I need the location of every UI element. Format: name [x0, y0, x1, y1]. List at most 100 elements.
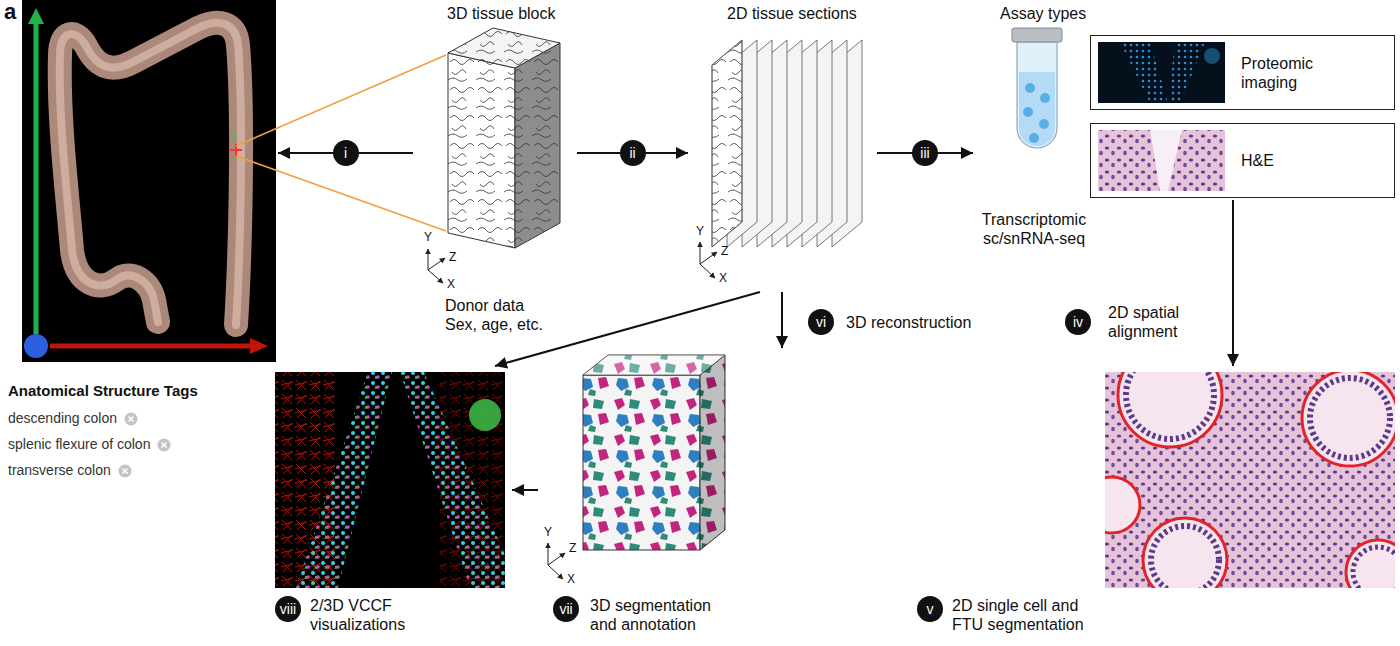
crypt-nuclei — [1353, 547, 1395, 588]
leader-line — [236, 156, 446, 231]
step-label: 3D reconstruction — [846, 313, 971, 332]
ftu-outline — [1118, 372, 1222, 447]
crypt — [1118, 372, 1222, 447]
step-caption: 3D segmentation and annotation — [590, 596, 715, 634]
axis-label: X — [567, 572, 575, 586]
block-shade — [700, 355, 725, 550]
structure-tag: splenic flexure of colon — [8, 436, 150, 453]
icon-disc — [125, 412, 138, 425]
structure-tag: transverse colon — [8, 462, 111, 479]
flow-arrow — [512, 489, 538, 491]
callout-number: ii — [620, 140, 646, 166]
axis-line — [700, 252, 717, 264]
flow-arrow — [1232, 200, 1234, 366]
icon-disc — [119, 464, 132, 477]
ftu-outline — [1143, 518, 1227, 588]
sequencing-tube: Transcriptomic sc/snRNA-seq — [975, 25, 1097, 257]
axis-label: Z — [721, 244, 728, 258]
vccf-epithelium — [296, 372, 392, 588]
block-face — [448, 28, 560, 68]
axis-label: X — [447, 277, 455, 291]
he-segmentation-image — [1105, 372, 1395, 588]
vccf-image — [275, 372, 505, 588]
assay-box: H&E — [1090, 123, 1395, 198]
tube-cap — [1012, 28, 1062, 42]
axis-label: Y — [424, 230, 432, 244]
remove-tag-icon — [118, 464, 132, 478]
callout-number: viii — [275, 596, 301, 622]
step-label: 2D spatial alignment — [1108, 303, 1200, 341]
block-face — [700, 355, 725, 550]
icon-cross — [162, 442, 167, 447]
axis-line — [548, 543, 549, 565]
axis-line — [548, 565, 563, 579]
flow-arrow — [781, 292, 783, 348]
colon-view-ground — [22, 0, 276, 362]
tissue-section-texture — [712, 40, 742, 247]
crypt — [1143, 518, 1227, 588]
group-heading: Assay types — [1000, 4, 1086, 23]
tissue-sections: 2D tissue sections — [690, 0, 875, 290]
callout-number: i — [333, 140, 359, 166]
block-face — [515, 43, 560, 248]
ftu-outline — [1105, 477, 1140, 533]
vccf-epithelium — [400, 372, 505, 588]
block-face — [583, 375, 700, 550]
icon-cross — [129, 416, 134, 421]
ftu-outline — [1302, 372, 1395, 466]
tissue-block: 3D tissue blockDonor data Sex, age, etc. — [415, 0, 575, 340]
tube-liquid — [1019, 72, 1055, 146]
vccf-blob — [469, 399, 501, 431]
tube-body — [1017, 42, 1057, 148]
axis-triad — [548, 543, 565, 579]
he-lumen — [1150, 130, 1182, 191]
segmentation-image: 2D single cell and FTU segmentation — [945, 368, 1397, 640]
proteomic-blob — [1204, 48, 1220, 64]
segmented-block: 3D segmentation and annotation — [540, 350, 795, 640]
block-face — [583, 355, 725, 375]
ftu-outline — [1346, 540, 1395, 588]
step-heading: 2D tissue sections — [727, 4, 857, 23]
block-face — [515, 43, 560, 248]
callout-number: v — [917, 596, 943, 622]
axis-label: Y — [696, 224, 704, 238]
y-axis-arrowhead — [28, 8, 44, 24]
sequencing-tube-illustration — [1012, 28, 1062, 148]
he-image — [1098, 130, 1225, 191]
cell — [1025, 83, 1035, 93]
axis-line — [700, 264, 715, 278]
axis-triad — [428, 249, 445, 283]
assay-caption: H&E — [1241, 151, 1274, 170]
assay-caption: Proteomic imaging — [1241, 54, 1331, 92]
panel-letter: a — [4, 0, 16, 24]
axis-line — [700, 242, 701, 264]
cell — [1039, 119, 1049, 129]
step-caption: 2D single cell and FTU segmentation — [952, 596, 1107, 634]
crypt — [1346, 540, 1395, 588]
cell — [1040, 93, 1050, 103]
axis-label: Z — [569, 541, 576, 555]
cell — [1023, 107, 1033, 117]
callout-number: vii — [553, 596, 579, 622]
callout-number: iv — [1065, 309, 1091, 335]
block-face — [448, 28, 560, 68]
step-caption: 2/3D VCCF visualizations — [310, 596, 420, 634]
vccf-visualization: 2/3D VCCF visualizations — [270, 368, 510, 640]
remove-tag-icon — [157, 438, 171, 452]
axis-line — [428, 249, 429, 270]
axis-line — [428, 270, 443, 283]
assay-box: Proteomic imaging — [1090, 35, 1395, 110]
crypt-nuclei — [1151, 526, 1219, 588]
crypt — [1302, 372, 1395, 466]
proteomic-band — [1120, 42, 1168, 103]
colon-tube — [60, 23, 241, 325]
axis-line — [428, 258, 445, 270]
tissue-section — [712, 40, 742, 247]
proteomic-band — [1168, 42, 1205, 103]
icon-disc — [158, 438, 171, 451]
panel-heading: Anatomical Structure Tags — [8, 382, 198, 400]
assay-caption: Transcriptomic sc/snRNA-seq — [975, 210, 1093, 248]
